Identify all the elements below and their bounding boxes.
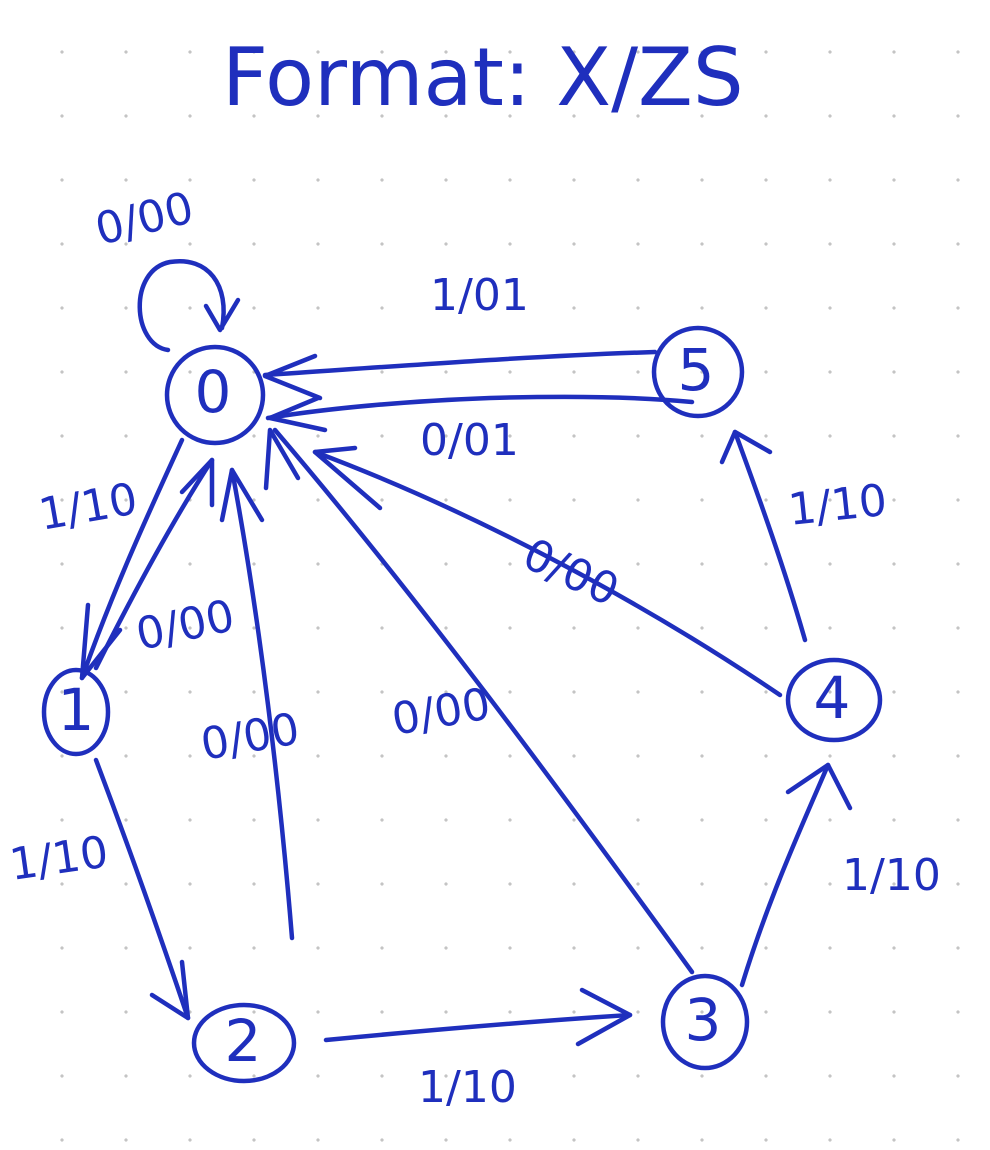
- state-1-circle: [41, 667, 111, 757]
- arrowhead-3-0: [263, 427, 301, 491]
- edge-label-5-0-lower: 0/01: [420, 415, 519, 466]
- edge-label-2-0: 0/00: [197, 703, 303, 770]
- state-0: 0: [164, 344, 266, 446]
- state-3: 3: [660, 973, 750, 1071]
- arrowhead-4-5: [719, 429, 773, 465]
- state-4-label: 4: [814, 664, 851, 732]
- edge-label-1-2: 1/10: [6, 827, 111, 891]
- edge-label-4-0: 0/00: [515, 529, 626, 617]
- state-0-label: 0: [195, 358, 232, 426]
- state-5: 5: [651, 325, 745, 419]
- arrow-4-0: [312, 449, 783, 698]
- state-2-label: 2: [225, 1007, 262, 1075]
- arrow-5-0-lower: [265, 394, 695, 421]
- arrow-4-5: [732, 429, 808, 643]
- state-4: 4: [785, 657, 883, 743]
- arrow-1-2: [93, 757, 191, 1021]
- edge-label-3-0: 0/00: [388, 678, 494, 745]
- arrowhead-5-0-upper: [262, 353, 323, 401]
- edge-label-5-0-upper: 1/01: [430, 270, 529, 321]
- arrowhead-2-0: [219, 467, 265, 523]
- state-2: 2: [191, 1002, 297, 1084]
- state-2-circle: [191, 1002, 297, 1084]
- arrowhead-4-0: [312, 445, 383, 511]
- diagram-title: Format: X/ZS: [222, 31, 744, 124]
- state-5-circle: [651, 325, 745, 419]
- arrow-3-4: [739, 762, 831, 988]
- state-3-circle: [660, 973, 750, 1071]
- arrow-2-0: [229, 467, 295, 941]
- state-3-label: 3: [685, 986, 722, 1054]
- state-1-label: 1: [58, 676, 95, 744]
- arrowhead-1-2: [149, 959, 191, 1021]
- edge-label-3-4: 1/10: [842, 850, 941, 901]
- edge-label-0-1: 1/10: [35, 473, 141, 540]
- state-4-circle: [785, 657, 883, 743]
- arrow-5-0-upper: [262, 349, 658, 378]
- arrow-3-0: [272, 427, 695, 975]
- arrowhead-1-0: [179, 457, 215, 508]
- arrow-0-1: [79, 437, 185, 681]
- state-1: 1: [41, 667, 111, 757]
- edge-label-0-0: 0/00: [90, 182, 198, 255]
- edge-label-4-5: 1/10: [786, 475, 890, 536]
- self-loop-0-arrowhead: [203, 297, 241, 333]
- arrowhead-5-0-lower: [267, 395, 328, 433]
- arrow-1-0: [93, 457, 215, 671]
- arrowhead-2-3: [575, 987, 633, 1047]
- self-loop-0-arrow: [137, 258, 226, 353]
- edge-label-2-3: 1/10: [418, 1062, 517, 1113]
- edge-label-1-0: 0/00: [132, 590, 239, 660]
- arrow-2-3: [323, 1012, 633, 1043]
- state-5-label: 5: [678, 336, 715, 404]
- state-0-circle: [164, 344, 266, 446]
- arrowhead-3-4: [785, 762, 853, 811]
